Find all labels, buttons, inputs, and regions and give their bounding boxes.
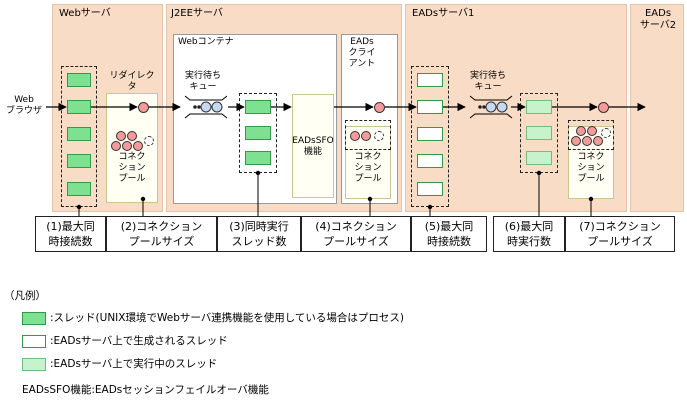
connection-icon	[116, 131, 126, 141]
eads-thread	[417, 73, 443, 87]
eads-client-pool-label: コネク ション プール	[354, 152, 382, 184]
legend-running-text: :EADsサーバ上で実行中のスレッド	[50, 358, 218, 370]
redirector-pool-label: コネク ション プール	[118, 152, 146, 184]
j2ee-queue-label: 実行待ち キュー	[184, 71, 221, 92]
eads-thread	[417, 127, 443, 141]
connection-icon	[582, 136, 592, 146]
connection-icon	[374, 102, 385, 113]
label-pool-size-redirector: (2)コネクション プールサイズ	[106, 216, 217, 252]
legend-eads-thread-swatch	[22, 335, 46, 348]
thread	[245, 126, 271, 140]
thread	[67, 154, 91, 168]
eads-thread	[417, 154, 443, 168]
web-container-title: Webコンテナ	[178, 37, 234, 47]
eads-client-pool-group	[345, 120, 391, 150]
legend-running-swatch	[22, 358, 46, 371]
pending-connection-icon	[601, 128, 611, 138]
eads-client-title: EADs クライ アント	[348, 37, 376, 69]
label-pool-size-client: (4)コネクション プールサイズ	[301, 216, 411, 252]
label-max-executions: (6)最大同 時実行数	[493, 216, 565, 252]
j2ee-server-title: J2EEサーバ	[171, 8, 223, 19]
thread	[67, 127, 91, 141]
connection-icon	[133, 141, 143, 151]
connection-icon	[361, 131, 371, 141]
legend-note: EADsSFO機能:EADsセッションフェイルオーバ機能	[22, 384, 269, 396]
thread	[245, 151, 271, 165]
legend-heading: （凡例）	[4, 290, 46, 302]
connection-icon	[593, 136, 603, 146]
thread	[67, 73, 91, 87]
connection-icon	[122, 141, 132, 151]
label-pool-size-eads: (7)コネクション プールサイズ	[565, 216, 675, 252]
connection-icon	[111, 141, 121, 151]
sfo-function-label: EADsSFO 機能	[292, 136, 334, 157]
pending-connection-icon	[144, 136, 154, 146]
eads-queue-label: 実行待ち キュー	[469, 71, 506, 92]
thread	[67, 100, 91, 114]
connection-icon	[587, 126, 597, 136]
eads-server-pool-label: コネク ション プール	[577, 152, 605, 184]
label-max-connections-eads: (5)最大同 時接続数	[411, 216, 487, 252]
connection-icon	[571, 136, 581, 146]
connection-icon	[138, 102, 149, 113]
eads-server-pool-group	[568, 120, 614, 150]
eads-server1-title: EADsサーバ1	[412, 8, 475, 19]
eads-thread	[417, 100, 443, 114]
legend-eads-thread-text: :EADsサーバ上で生成されるスレッド	[50, 335, 228, 347]
pending-connection-icon	[374, 131, 384, 141]
eads-thread	[417, 182, 443, 196]
running-thread	[526, 126, 552, 140]
label-max-connections-web: (1)最大同 時接続数	[35, 216, 106, 252]
thread	[67, 182, 91, 196]
running-thread	[526, 151, 552, 165]
legend-thread-text: :スレッド(UNIX環境でWebサーバ連携機能を使用している場合はプロセス)	[50, 312, 405, 324]
running-thread	[526, 100, 552, 114]
thread	[245, 100, 271, 114]
sfo-function-box	[292, 94, 334, 198]
connection-icon	[598, 102, 609, 113]
connection-icon	[127, 131, 137, 141]
connection-icon	[576, 126, 586, 136]
web-server-title: Webサーバ	[59, 8, 111, 19]
label-concurrent-threads: (3)同時実行 スレッド数	[217, 216, 301, 252]
web-browser-label: Web ブラウザ	[5, 95, 42, 116]
redirector-label: リダイレク タ	[109, 71, 155, 92]
connection-icon	[350, 131, 360, 141]
eads-server2-title: EADs サーバ2	[639, 8, 677, 31]
legend-thread-swatch	[22, 312, 46, 325]
